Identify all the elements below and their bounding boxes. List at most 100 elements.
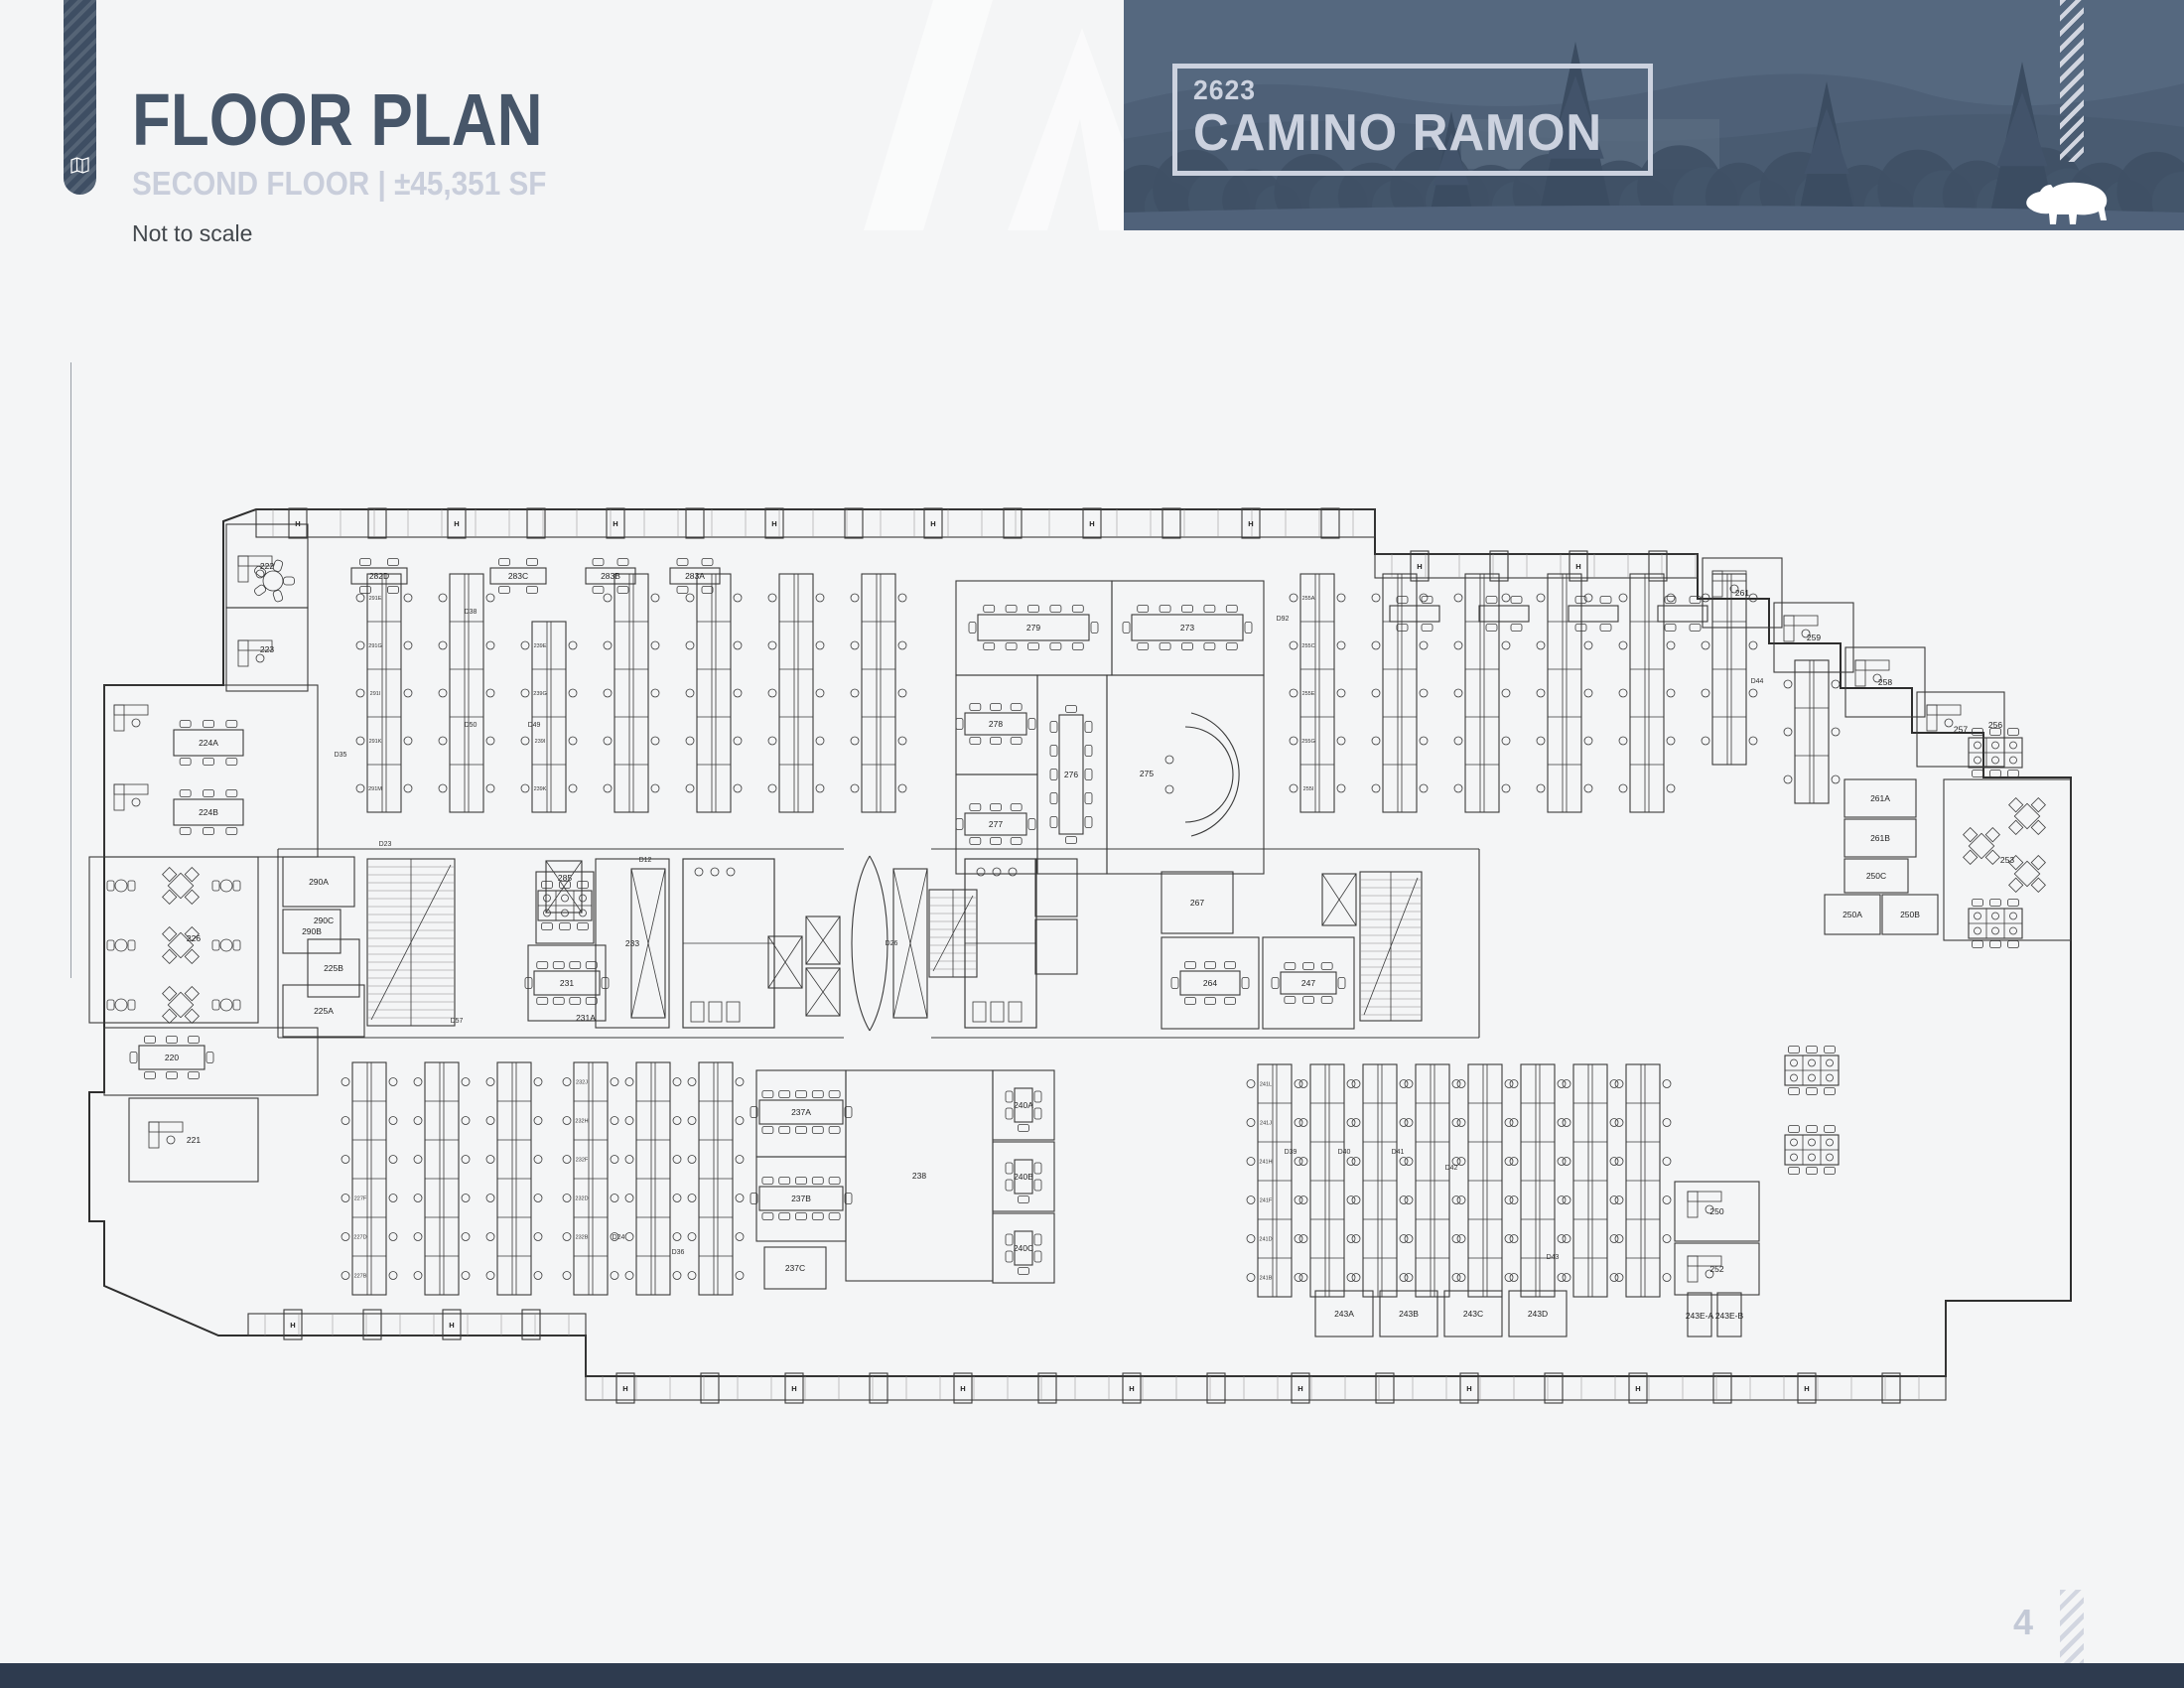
svg-text:243E-B: 243E-B — [1715, 1311, 1744, 1321]
svg-text:291M: 291M — [368, 786, 382, 792]
svg-text:239K: 239K — [534, 786, 547, 792]
svg-text:277: 277 — [989, 819, 1003, 829]
svg-text:243D: 243D — [1528, 1309, 1548, 1319]
svg-text:H: H — [1089, 519, 1094, 528]
svg-text:227B: 227B — [354, 1274, 367, 1280]
svg-text:221: 221 — [187, 1135, 201, 1145]
footer-bar — [0, 1663, 2184, 1688]
svg-text:250A: 250A — [1843, 910, 1862, 919]
svg-text:261A: 261A — [1870, 793, 1890, 803]
svg-text:238: 238 — [912, 1171, 926, 1181]
svg-text:D57: D57 — [451, 1018, 464, 1025]
svg-text:D36: D36 — [672, 1249, 685, 1256]
svg-text:291G: 291G — [368, 643, 381, 649]
svg-text:283A: 283A — [685, 571, 705, 581]
svg-text:275: 275 — [1140, 769, 1154, 778]
svg-text:273: 273 — [1180, 623, 1194, 633]
svg-text:224A: 224A — [199, 738, 218, 748]
top-right-stripe-ribbon — [2060, 0, 2084, 162]
svg-text:D50: D50 — [465, 722, 478, 729]
svg-text:243A: 243A — [1334, 1309, 1354, 1319]
svg-text:H: H — [290, 1321, 295, 1330]
svg-text:291I: 291I — [370, 691, 381, 697]
svg-text:232D: 232D — [575, 1196, 588, 1202]
svg-text:241F: 241F — [1260, 1198, 1273, 1204]
svg-text:267: 267 — [1190, 898, 1204, 908]
bear-logo-icon — [2026, 182, 2108, 224]
svg-text:241B: 241B — [1260, 1276, 1273, 1282]
svg-text:D44: D44 — [1751, 678, 1764, 685]
svg-text:D12: D12 — [639, 857, 652, 864]
svg-text:223: 223 — [260, 644, 274, 654]
svg-text:H: H — [454, 519, 459, 528]
svg-text:H: H — [613, 519, 617, 528]
svg-text:H: H — [449, 1321, 454, 1330]
svg-text:H: H — [1575, 562, 1580, 571]
svg-text:239G: 239G — [533, 691, 546, 697]
svg-text:D41: D41 — [1392, 1149, 1405, 1156]
svg-text:255G: 255G — [1301, 739, 1314, 745]
svg-text:261: 261 — [1735, 588, 1749, 598]
svg-text:D39: D39 — [1285, 1149, 1297, 1156]
bottom-right-stripe-ribbon — [2060, 1590, 2084, 1663]
scale-note: Not to scale — [132, 220, 253, 246]
address-box: 2623 CAMINO RAMON — [1172, 64, 1653, 176]
svg-text:225A: 225A — [314, 1006, 334, 1016]
svg-text:227D: 227D — [353, 1235, 366, 1241]
svg-text:225B: 225B — [324, 963, 343, 973]
svg-text:H: H — [1466, 1384, 1471, 1393]
svg-text:226: 226 — [187, 933, 201, 943]
svg-text:D92: D92 — [1277, 616, 1290, 623]
svg-text:H: H — [1297, 1384, 1302, 1393]
brand-watermark-icon — [864, 0, 1137, 230]
page-title: FLOOR PLAN — [132, 78, 543, 161]
svg-text:240B: 240B — [1014, 1172, 1033, 1182]
svg-text:232B: 232B — [576, 1235, 589, 1241]
svg-text:239I: 239I — [535, 739, 546, 745]
svg-text:253: 253 — [2000, 855, 2014, 865]
svg-text:243B: 243B — [1399, 1309, 1419, 1319]
address-number: 2623 — [1193, 74, 1256, 105]
svg-text:256: 256 — [1988, 720, 2002, 730]
svg-text:255A: 255A — [1302, 596, 1315, 602]
svg-text:233: 233 — [625, 938, 639, 948]
svg-text:255I: 255I — [1303, 786, 1314, 792]
svg-text:H: H — [791, 1384, 796, 1393]
svg-text:237B: 237B — [791, 1194, 811, 1203]
svg-text:231: 231 — [560, 978, 574, 988]
svg-text:D35: D35 — [335, 752, 347, 759]
plan-leader-line — [70, 362, 71, 978]
svg-text:232F: 232F — [576, 1158, 589, 1164]
svg-text:264: 264 — [1203, 978, 1217, 988]
page-subtitle: SECOND FLOOR | ±45,351 SF — [132, 165, 547, 202]
ribbon-stripes — [64, 0, 96, 195]
svg-text:252: 252 — [1709, 1264, 1723, 1274]
svg-text:257: 257 — [1954, 725, 1968, 735]
svg-text:237A: 237A — [791, 1107, 811, 1117]
svg-text:D43: D43 — [1547, 1254, 1560, 1261]
svg-text:D40: D40 — [1338, 1149, 1351, 1156]
svg-text:290A: 290A — [309, 877, 329, 887]
svg-text:290C: 290C — [314, 915, 334, 925]
svg-text:258: 258 — [1878, 677, 1892, 687]
svg-text:H: H — [1129, 1384, 1134, 1393]
svg-text:H: H — [1804, 1384, 1809, 1393]
svg-text:D49: D49 — [528, 722, 541, 729]
address-street: CAMINO RAMON — [1193, 104, 1603, 162]
svg-text:241H: 241H — [1259, 1160, 1272, 1166]
map-icon — [70, 157, 89, 174]
svg-text:H: H — [1417, 562, 1422, 571]
svg-text:243C: 243C — [1463, 1309, 1483, 1319]
svg-text:237C: 237C — [785, 1263, 805, 1273]
svg-text:255E: 255E — [1302, 691, 1315, 697]
svg-text:290B: 290B — [302, 926, 322, 936]
svg-text:232J: 232J — [576, 1080, 588, 1086]
svg-text:D24: D24 — [613, 1234, 625, 1241]
svg-text:261B: 261B — [1870, 833, 1890, 843]
left-accent-ribbon — [64, 0, 96, 195]
svg-text:278: 278 — [989, 719, 1003, 729]
svg-text:231A: 231A — [576, 1013, 596, 1023]
